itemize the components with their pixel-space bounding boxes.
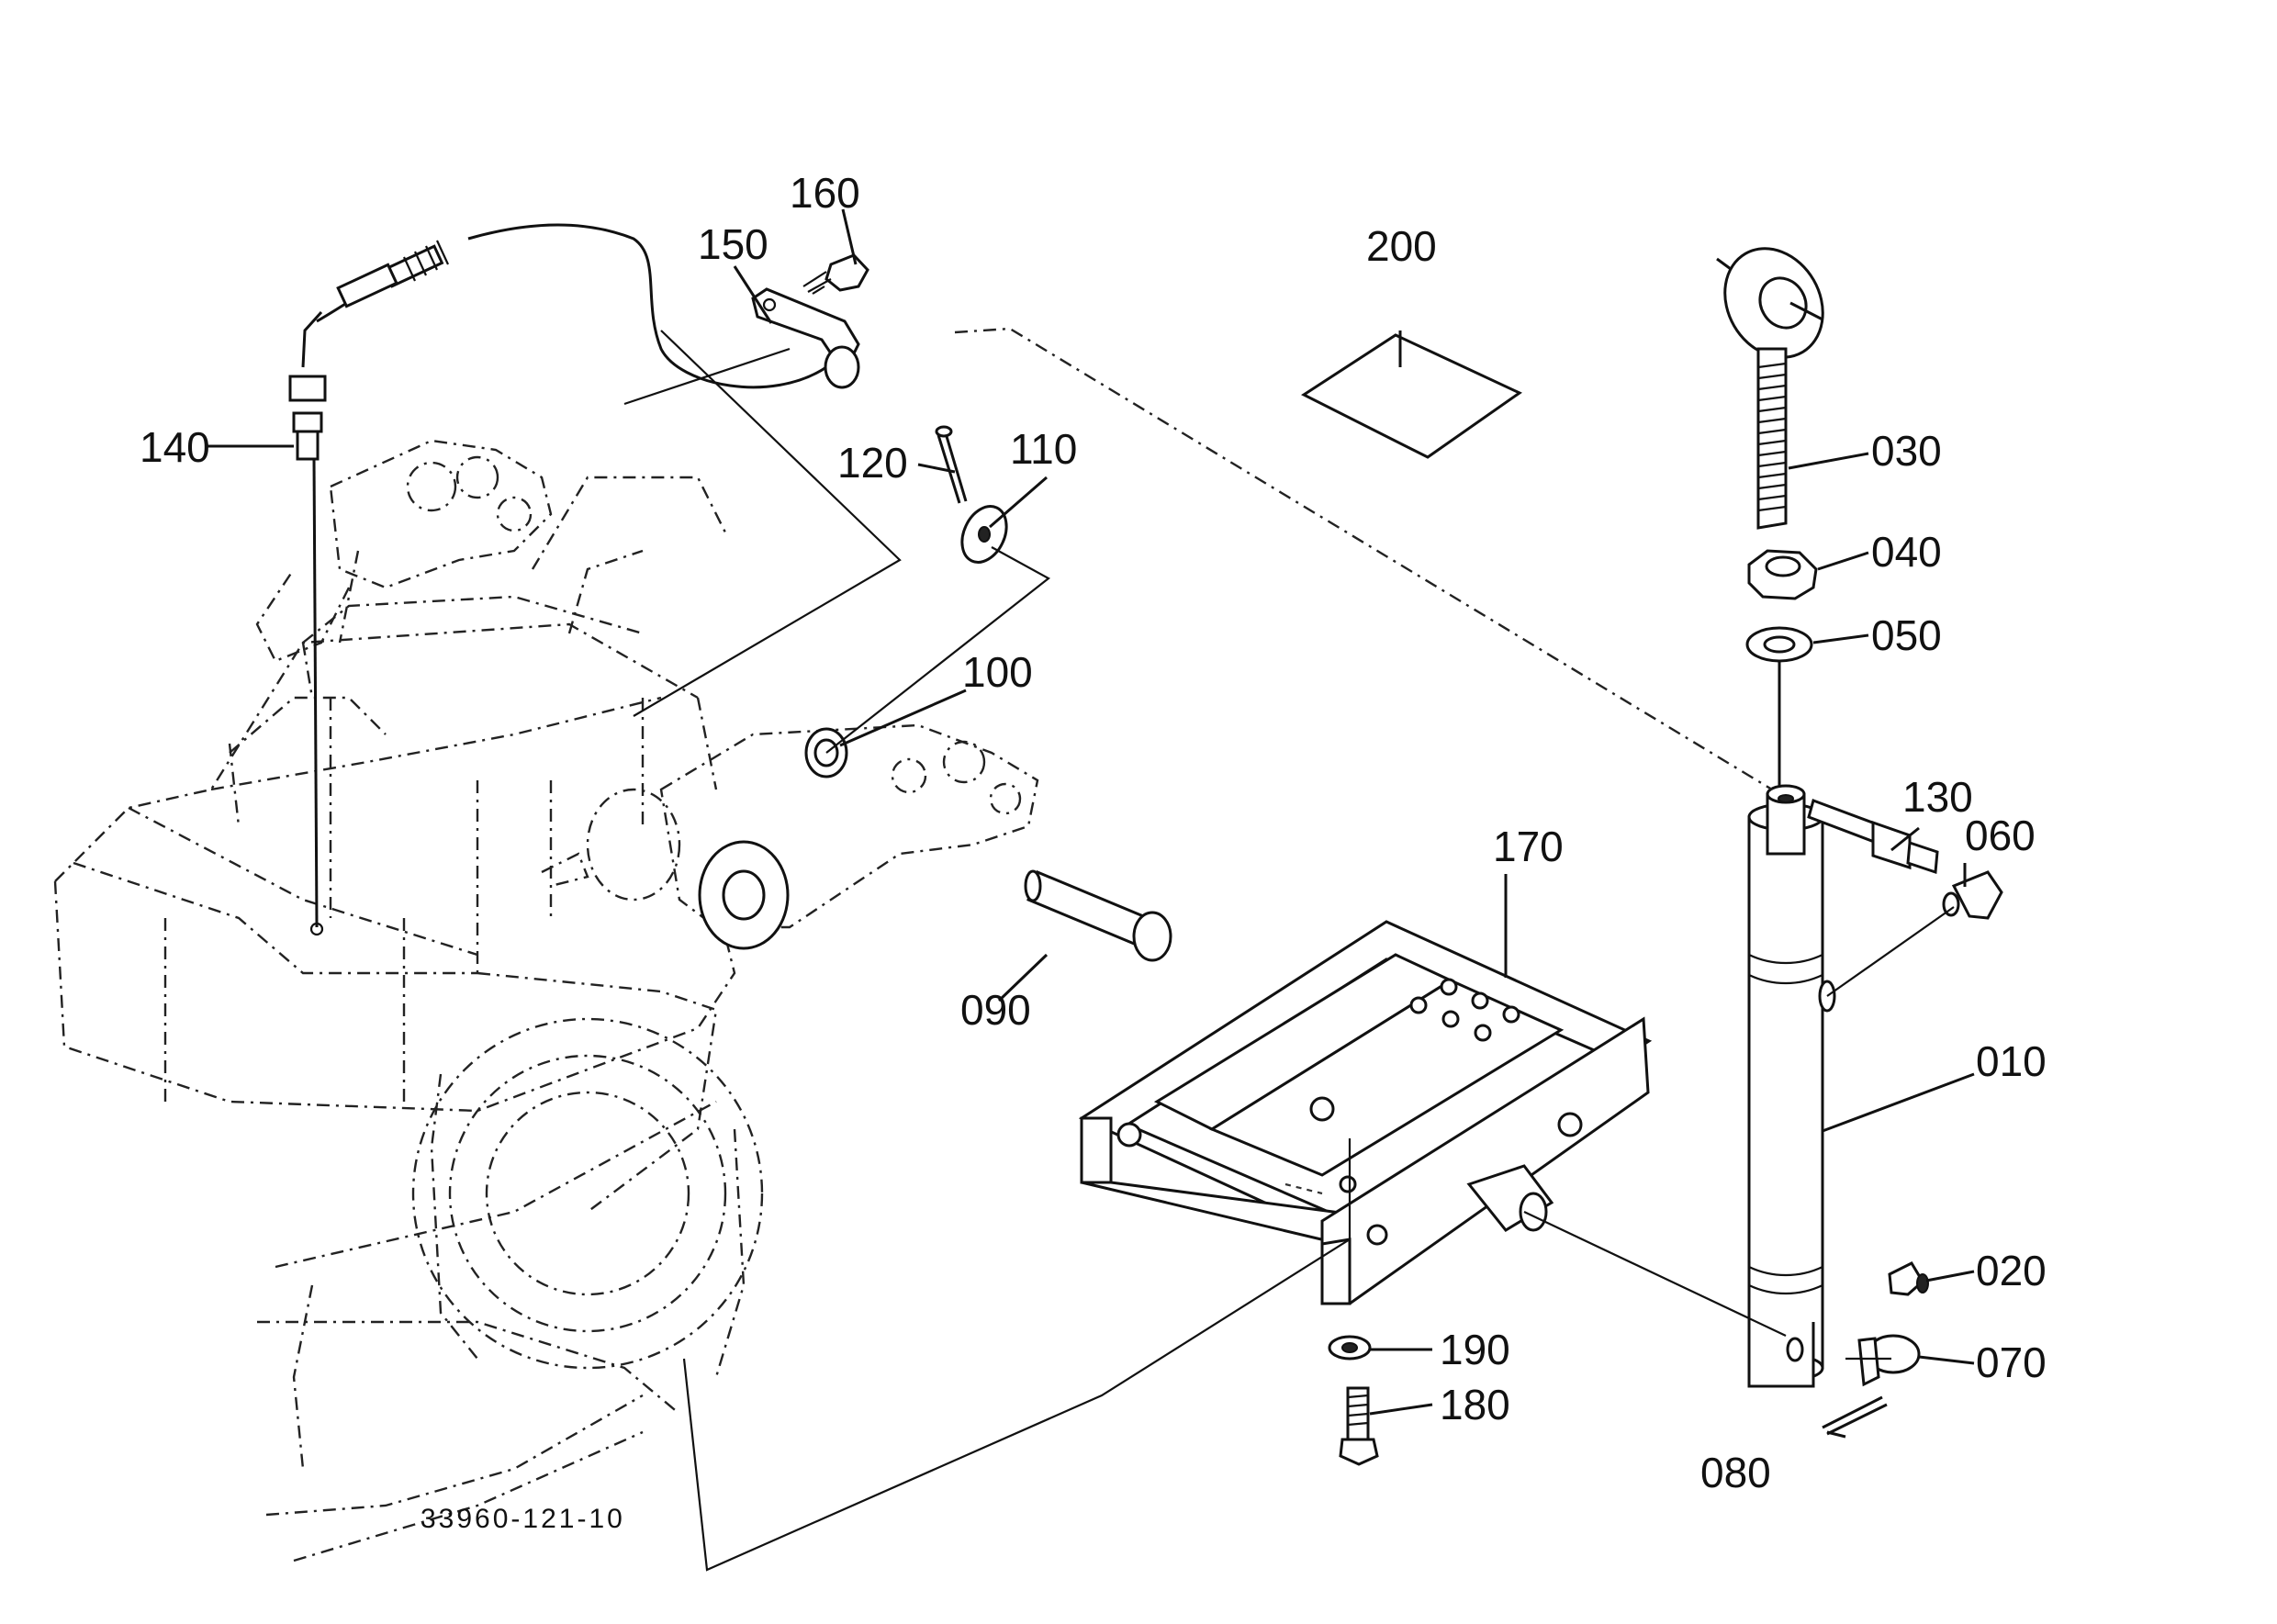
part-090-pin <box>1024 869 1172 962</box>
callout-100: 100 <box>962 648 1033 696</box>
callout-080: 080 <box>1700 1449 1771 1496</box>
part-060-elbow <box>1942 870 2003 920</box>
callout-140: 140 <box>140 423 210 471</box>
callout-010: 010 <box>1976 1037 2047 1085</box>
part-080-split-pin <box>1822 1395 1888 1436</box>
callout-060: 060 <box>1965 812 2036 859</box>
lift-arm-left <box>255 439 553 663</box>
callout-130: 130 <box>1902 773 1973 821</box>
callout-150: 150 <box>698 220 768 268</box>
part-050-washer <box>1745 626 1813 799</box>
part-120-split-pin <box>935 425 968 504</box>
part-020-grease-nipple <box>1888 1261 1929 1296</box>
callout-labels: 160 150 200 140 120 110 030 040 050 100 … <box>140 169 2047 1534</box>
callout-090: 090 <box>960 986 1031 1034</box>
part-010-cylinder <box>1747 784 1836 1388</box>
part-040-nut <box>1747 549 1818 600</box>
callout-160: 160 <box>790 169 860 217</box>
callout-180: 180 <box>1440 1381 1510 1428</box>
callout-200: 200 <box>1366 222 1437 270</box>
part-200-label-plate <box>1300 333 1522 459</box>
tractor-rear-housing <box>53 476 764 1562</box>
drawing-number: 33960-121-10 <box>421 1504 625 1534</box>
part-130-fitting <box>1807 799 1939 875</box>
callout-020: 020 <box>1976 1247 2047 1294</box>
callout-120: 120 <box>837 439 908 487</box>
lift-arm-right <box>541 723 1039 950</box>
callout-050: 050 <box>1871 611 1942 659</box>
callout-170: 170 <box>1493 823 1564 870</box>
control-cable <box>288 223 827 936</box>
assembly-lines <box>623 327 1955 1572</box>
part-170-bracket <box>1078 920 1653 1305</box>
callout-070: 070 <box>1976 1338 2047 1386</box>
part-180-bolt <box>1339 1386 1379 1466</box>
part-150-clamp <box>751 287 860 389</box>
part-160-bolt <box>802 253 869 295</box>
part-070-clip <box>1857 1334 1921 1387</box>
callout-190: 190 <box>1440 1326 1510 1373</box>
part-110-washer <box>960 505 1008 564</box>
callout-110: 110 <box>1010 425 1077 473</box>
part-190-washer <box>1328 1335 1372 1361</box>
leader-lines <box>207 208 1975 1439</box>
part-030-rod-end <box>1716 247 1824 530</box>
callout-040: 040 <box>1871 528 1942 576</box>
callout-030: 030 <box>1871 427 1942 475</box>
